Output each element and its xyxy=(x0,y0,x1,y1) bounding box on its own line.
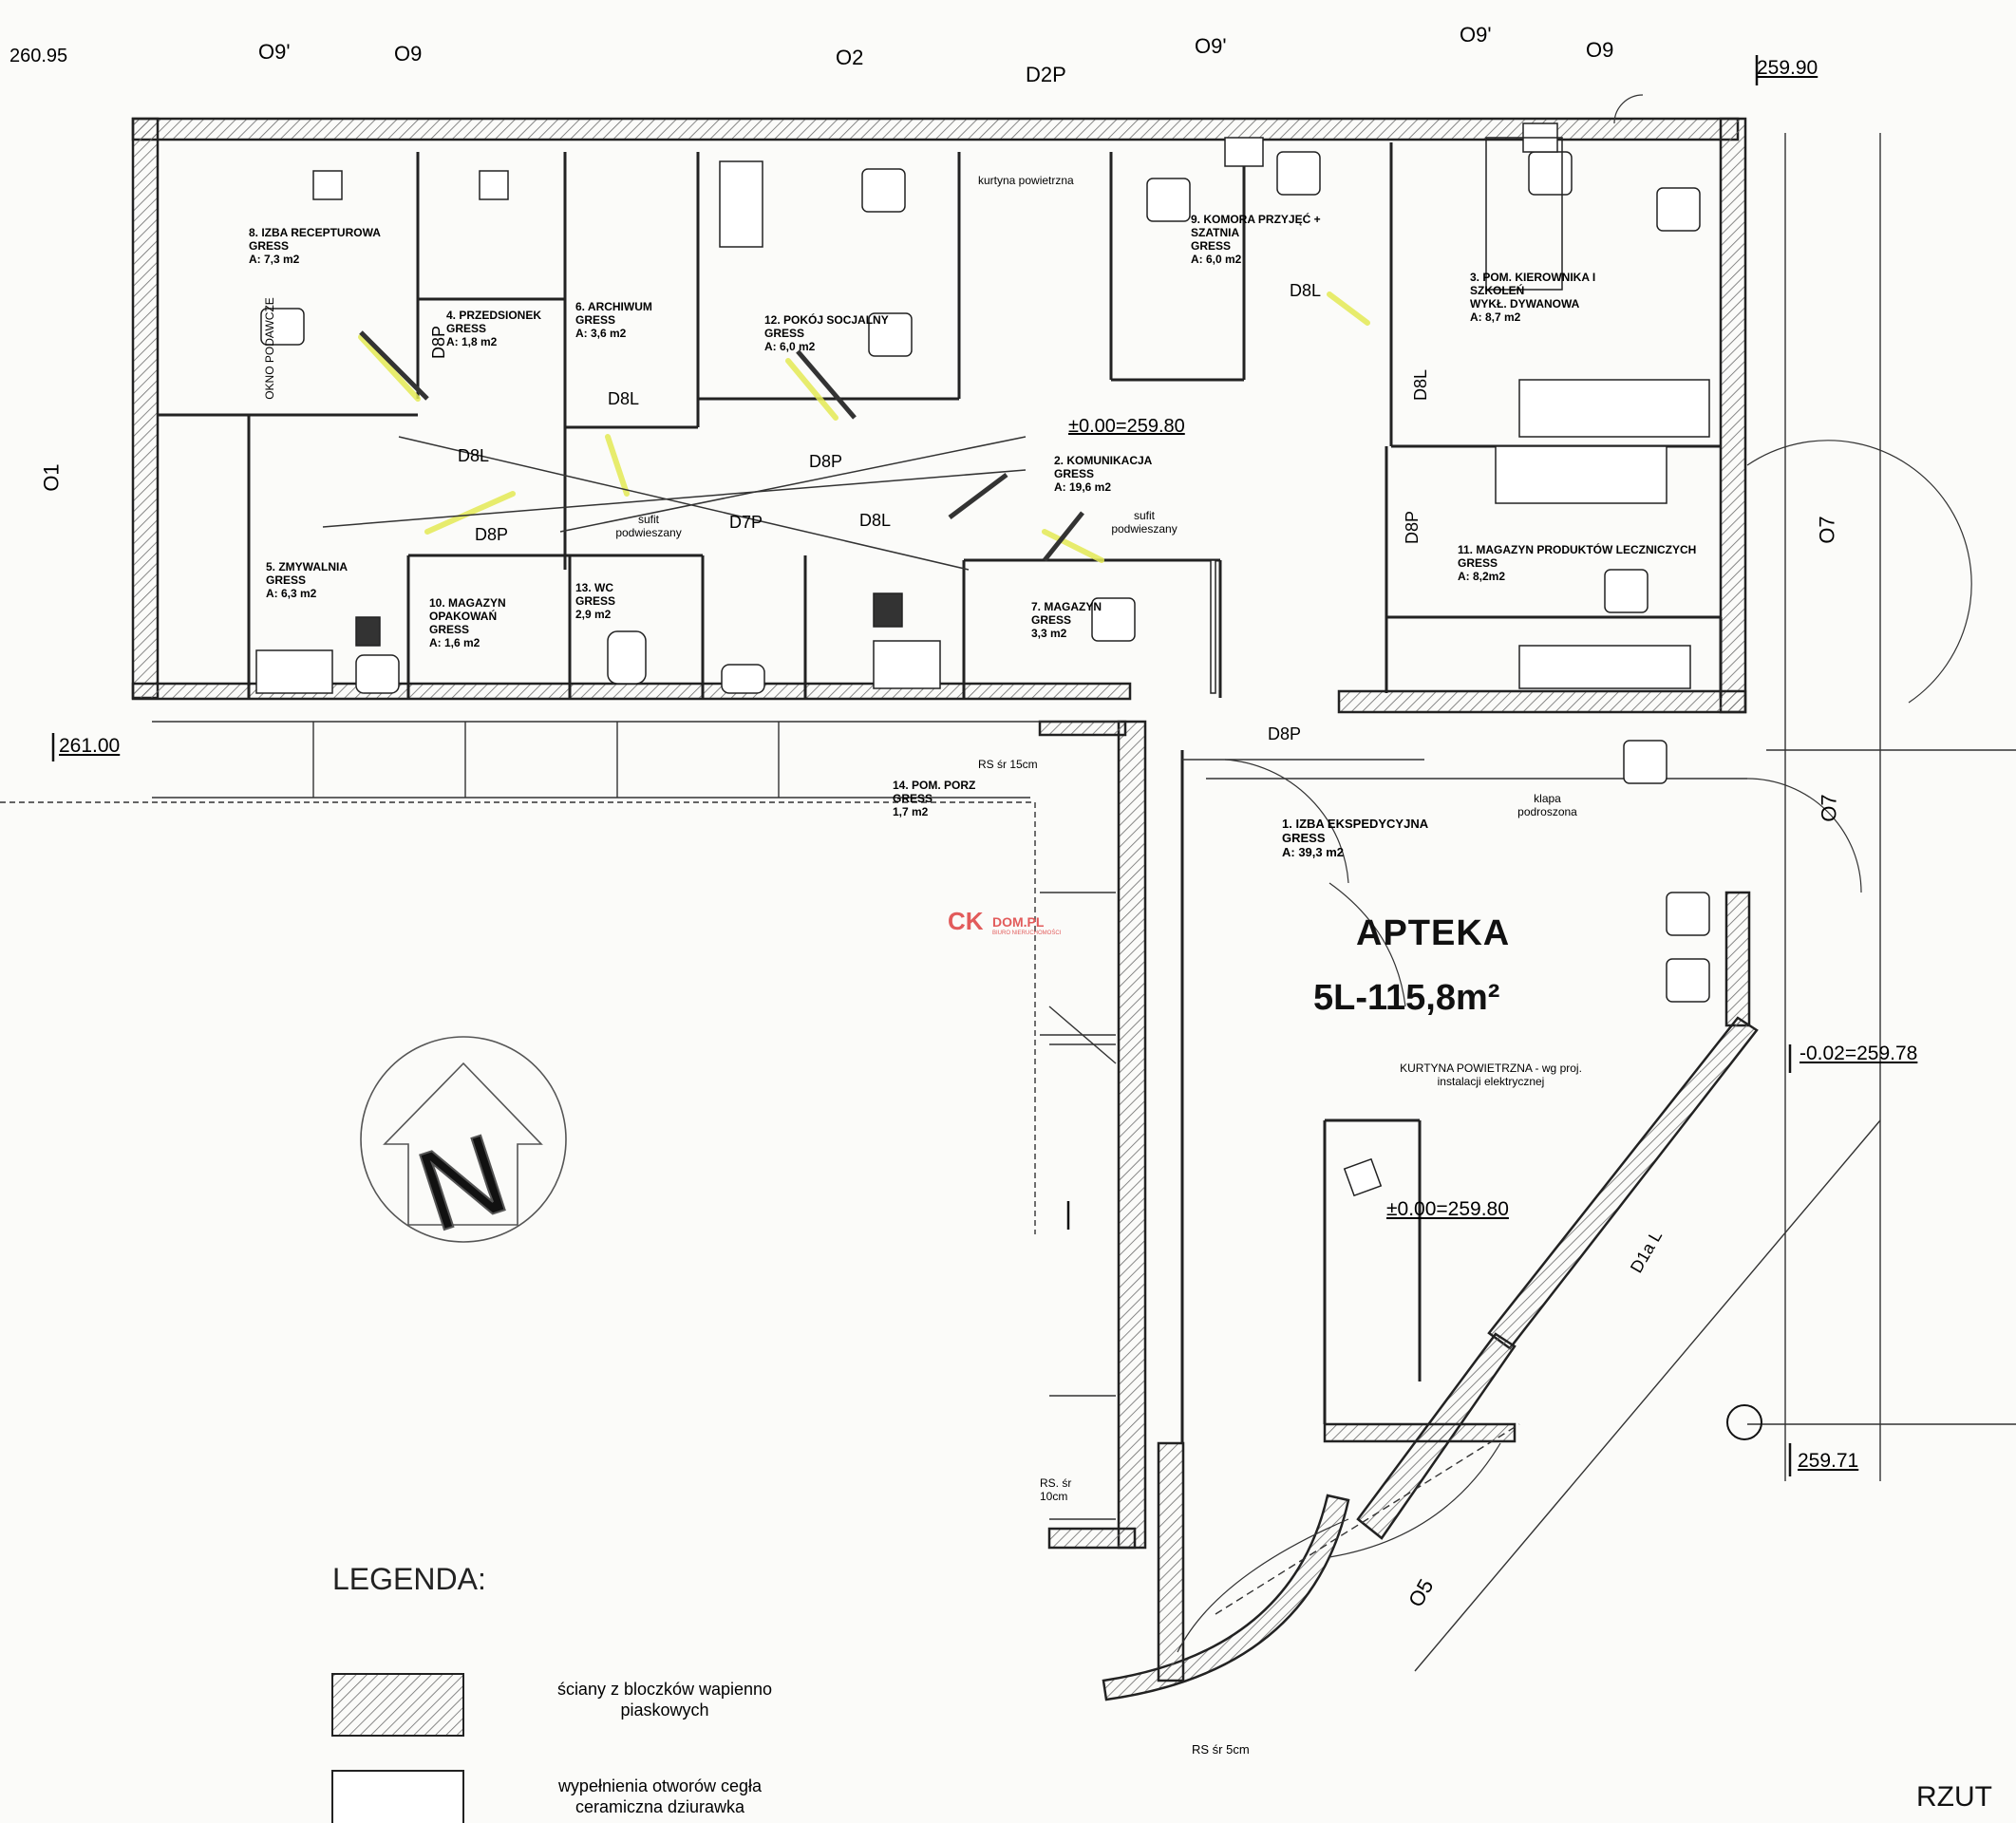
level-zero-sales: ±0.00=259.80 xyxy=(1386,1198,1509,1220)
legend-swatches xyxy=(331,1673,464,1823)
legend-item-walls: ściany z bloczków wapienno piaskowych xyxy=(556,1680,773,1720)
level-zero-top: ±0.00=259.80 xyxy=(1068,416,1185,437)
axis-label-o9-prime-2: O9' xyxy=(1195,34,1227,58)
door-d8p-5: D8P xyxy=(1268,724,1302,743)
axis-label-o9-2: O9 xyxy=(1586,38,1614,62)
axis-label-o9-prime-1: O9' xyxy=(258,40,291,64)
note-kurtyna-top: kurtyna powietrzna xyxy=(978,174,1074,187)
level-markers xyxy=(51,55,1792,1476)
axis-label-o7-1: O7 xyxy=(1815,516,1839,544)
plan-title: APTEKA xyxy=(1356,913,1511,953)
level-260-95: 260.95 xyxy=(9,46,68,66)
door-d8l-3: D8L xyxy=(859,511,892,530)
legend-title: LEGENDA: xyxy=(332,1562,486,1596)
level-261-00: 261.00 xyxy=(59,735,121,757)
door-d8p-3: D8P xyxy=(809,452,843,471)
level-259-78: -0.02=259.78 xyxy=(1799,1043,1918,1064)
axis-label-d2p: D2P xyxy=(1026,63,1066,86)
axis-label-o7-2: O7 xyxy=(1817,794,1841,822)
north-arrow-symbol xyxy=(360,1036,567,1243)
note-sufit-2: sufit podwieszany xyxy=(615,513,682,539)
stair-and-lower-structure xyxy=(0,133,2016,1672)
highlighter-marks xyxy=(358,291,1370,563)
door-d8p-1: D8P xyxy=(429,325,449,360)
door-d8p-2: D8P xyxy=(475,525,509,544)
axis-label-o2: O2 xyxy=(836,46,864,69)
door-d8p-4: D8P xyxy=(1403,510,1423,545)
legend-item-openings: wypełnienia otworów cegła ceramiczna dzi… xyxy=(557,1776,763,1816)
sheet-label-rzut: RZUT xyxy=(1916,1781,1992,1813)
note-rs-5: RS śr 5cm xyxy=(1192,1742,1250,1757)
pen-strokes xyxy=(322,330,1084,571)
note-rs-15: RS śr 15cm xyxy=(978,758,1038,771)
axis-label-o9-1: O9 xyxy=(394,42,423,66)
note-kurtyna-sales: KURTYNA POWIETRZNA - wg proj. instalacji… xyxy=(1400,1062,1582,1088)
axis-label-o9-prime-3: O9' xyxy=(1460,23,1492,47)
watermark-tagline: BIURO NIERUCHOMOŚCI xyxy=(992,930,1062,936)
door-d7p: D7P xyxy=(729,513,763,532)
door-d8l-1: D8L xyxy=(458,446,490,465)
door-d8l-2: D8L xyxy=(608,389,640,408)
note-rs-10: RS. śr 10cm xyxy=(1040,1476,1072,1503)
level-259-90: 259.90 xyxy=(1757,57,1818,79)
furniture xyxy=(255,122,1710,1197)
north-letter: N xyxy=(404,1109,521,1255)
door-d8l-4: D8L xyxy=(1290,281,1322,300)
note-klapa: klapa podroszona xyxy=(1517,792,1577,818)
door-d8l-5: D8L xyxy=(1411,368,1431,402)
plan-area: 5L-115,8m² xyxy=(1313,978,1500,1018)
note-sufit-1: sufit podwieszany xyxy=(1111,509,1178,536)
watermark-brand: CK xyxy=(948,907,984,935)
door-swings xyxy=(1177,94,1972,1653)
note-okno-podawcze: OKNO PODAWCZE xyxy=(262,297,276,400)
watermark-domain: DOM.PL xyxy=(992,914,1045,930)
axis-label-o1: O1 xyxy=(39,463,64,492)
level-259-71: 259.71 xyxy=(1798,1450,1859,1472)
